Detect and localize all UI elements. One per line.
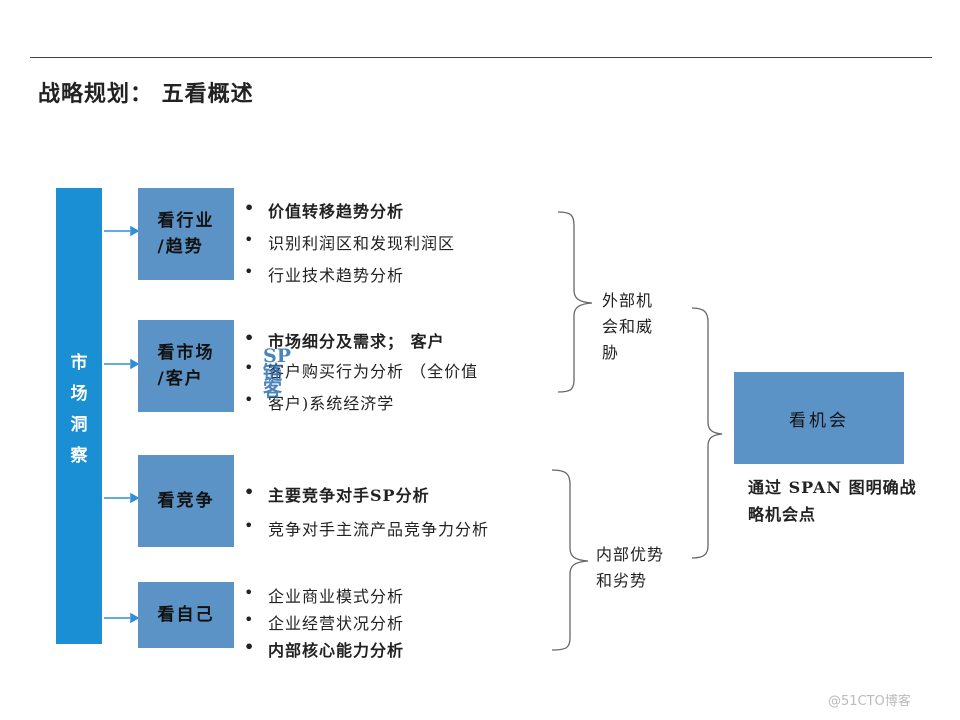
group-internal: 内部优势 和劣势: [596, 542, 664, 594]
bullet-item: 行业技术趋势分析: [244, 262, 404, 286]
side-label-char: 洞: [70, 415, 88, 435]
brace-internal: [551, 469, 589, 651]
market-insight-bar: [56, 188, 102, 644]
bullet-item: 竞争对手主流产品竞争力分析: [244, 516, 489, 540]
opportunity-note: 通过 SPAN 图明确战略机会点: [748, 478, 917, 524]
box-opportunity: 看机会: [734, 372, 904, 464]
bullet-item: 价值转移趋势分析: [244, 198, 404, 222]
arrow-head: [130, 492, 140, 504]
side-label-char: 场: [70, 384, 88, 404]
brace-external: [557, 211, 593, 393]
box-market-customer: 看市场 /客户: [138, 320, 234, 412]
group-line: 内部优势: [596, 545, 665, 564]
bullet-item: 市场细分及需求； 客户: [244, 328, 445, 352]
box-line: /客户: [157, 369, 204, 389]
bullet-item: 客户购买行为分析 （全价值: [244, 358, 478, 382]
overlap-glyph: 客: [263, 379, 283, 401]
brace-merge: [691, 307, 723, 559]
group-line: 外部机: [602, 291, 654, 310]
box-line: 看自己: [157, 605, 215, 625]
bullet-item: 主要竞争对手SP分析: [244, 482, 430, 506]
market-insight-label: 市 场 洞 察: [56, 348, 102, 472]
bullet-item: 内部核心能力分析: [244, 637, 404, 661]
group-line: 胁: [602, 343, 620, 362]
top-divider: [30, 57, 932, 58]
box-competition: 看竞争: [138, 455, 234, 547]
bullet-item: 企业商业模式分析: [244, 583, 404, 607]
overlap-glyph: 链: [263, 362, 283, 384]
group-line: 会和威: [602, 317, 654, 336]
box-self: 看自己: [138, 582, 234, 648]
side-label-char: 察: [70, 446, 88, 466]
arrow-head: [130, 358, 140, 370]
box-industry-trend: 看行业 /趋势: [138, 188, 234, 280]
box-line: /趋势: [157, 237, 204, 257]
group-line: 和劣势: [596, 571, 648, 590]
overlap-glyph: SP: [263, 345, 292, 367]
bullet-item: 客户)系统经济学: [244, 390, 394, 414]
bullet-item: 企业经营状况分析: [244, 610, 404, 634]
side-label-char: 市: [70, 353, 88, 373]
watermark: @51CTO博客: [828, 694, 911, 709]
page-title: 战略规划： 五看概述: [38, 81, 254, 107]
arrow-head: [130, 225, 140, 237]
box-line: 看行业: [157, 211, 215, 231]
box-line: 看竞争: [157, 491, 215, 511]
opportunity-label: 看机会: [789, 410, 849, 431]
group-external: 外部机 会和威 胁: [602, 288, 653, 366]
arrow-head: [130, 612, 140, 624]
bullet-item: 识别利润区和发现利润区: [244, 230, 455, 254]
overlapping-glyphs: SP 链 客: [263, 345, 292, 401]
box-line: 看市场: [157, 343, 215, 363]
